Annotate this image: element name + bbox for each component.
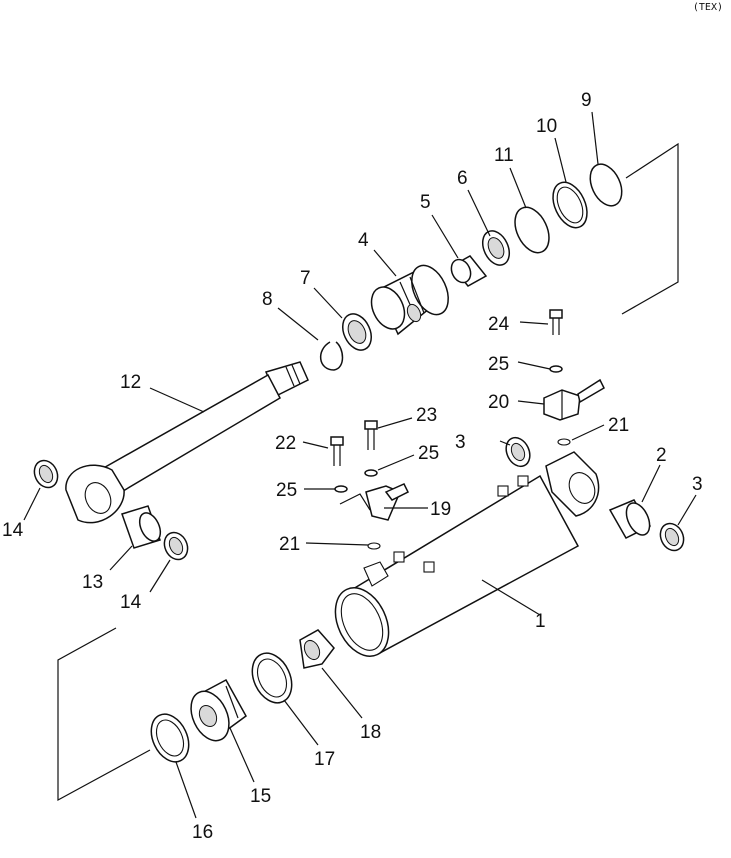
part-21-o-ring-left	[367, 542, 381, 550]
callout-16: 16	[192, 822, 213, 843]
callout-14-lower: 14	[120, 592, 142, 613]
leader-lines	[23, 111, 697, 819]
callout-10: 10	[536, 116, 557, 137]
callout-22: 22	[275, 433, 296, 454]
part-22-bolt	[330, 436, 344, 466]
callout-6: 6	[457, 168, 468, 189]
callout-14-left: 14	[2, 520, 24, 541]
callout-25-middle: 25	[418, 443, 439, 464]
drawing-code: (TEX)	[692, 2, 723, 13]
callout-8: 8	[262, 289, 273, 310]
part-20-block	[543, 378, 605, 421]
bracket-line-top-right	[621, 142, 679, 315]
callout-21-right: 21	[608, 415, 629, 436]
part-16-seal	[150, 713, 190, 763]
part-10-backup-ring	[552, 181, 588, 229]
callout-23: 23	[416, 405, 437, 426]
callout-20: 20	[488, 392, 509, 413]
part-23-bolt	[364, 420, 378, 450]
callout-18: 18	[360, 722, 381, 743]
part-7-ring	[341, 313, 373, 351]
callout-1: 1	[535, 611, 546, 632]
part-15-gland	[190, 678, 247, 742]
part-13-bushing	[121, 505, 162, 549]
part-19-fitting	[339, 483, 410, 521]
part-5-wear-ring	[450, 255, 488, 287]
part-18-nut	[299, 629, 335, 669]
callout-5: 5	[420, 192, 431, 213]
part-25-washer-left	[334, 485, 348, 493]
callout-24: 24	[488, 314, 510, 335]
part-6-piston-ring	[481, 230, 511, 266]
part-9-o-ring	[589, 163, 623, 207]
callout-4: 4	[358, 230, 369, 251]
bracket-line-bottom-left	[57, 627, 151, 802]
part-25-washer-middle	[364, 469, 378, 477]
callout-25-top: 25	[488, 354, 509, 375]
part-24-bolt	[549, 309, 563, 335]
part-4-piston	[370, 264, 449, 336]
callout-2: 2	[656, 445, 667, 466]
callout-17: 17	[314, 749, 335, 770]
callout-7: 7	[300, 268, 311, 289]
callout-15: 15	[250, 786, 271, 807]
callout-9: 9	[581, 90, 592, 111]
callout-11: 11	[494, 145, 514, 166]
part-11-ring	[514, 206, 550, 254]
part-1-cylinder-tube	[334, 451, 600, 657]
callout-3-right: 3	[692, 474, 703, 495]
callout-19: 19	[430, 499, 451, 520]
callout-12: 12	[120, 372, 141, 393]
part-12-piston-rod	[65, 361, 309, 524]
part-14-seal-ring-left	[33, 459, 59, 489]
part-8-snap-ring	[320, 341, 344, 371]
part-3-seal-upper	[505, 436, 531, 468]
part-3-seal-right	[659, 522, 685, 552]
callout-25-left: 25	[276, 480, 297, 501]
callout-21-left: 21	[279, 534, 300, 555]
part-25-washer-top	[549, 365, 563, 373]
callout-labels: 1 2 3 3 4 5 6 7 8 9 10 11 12 13 14 14 15…	[2, 90, 703, 843]
callout-13: 13	[82, 572, 103, 593]
callout-3-upper: 3	[455, 432, 466, 453]
part-14-seal-ring-lower	[163, 531, 189, 561]
part-17-ring	[251, 652, 293, 704]
part-21-o-ring-right	[557, 438, 571, 446]
part-2-bushing	[608, 499, 652, 539]
